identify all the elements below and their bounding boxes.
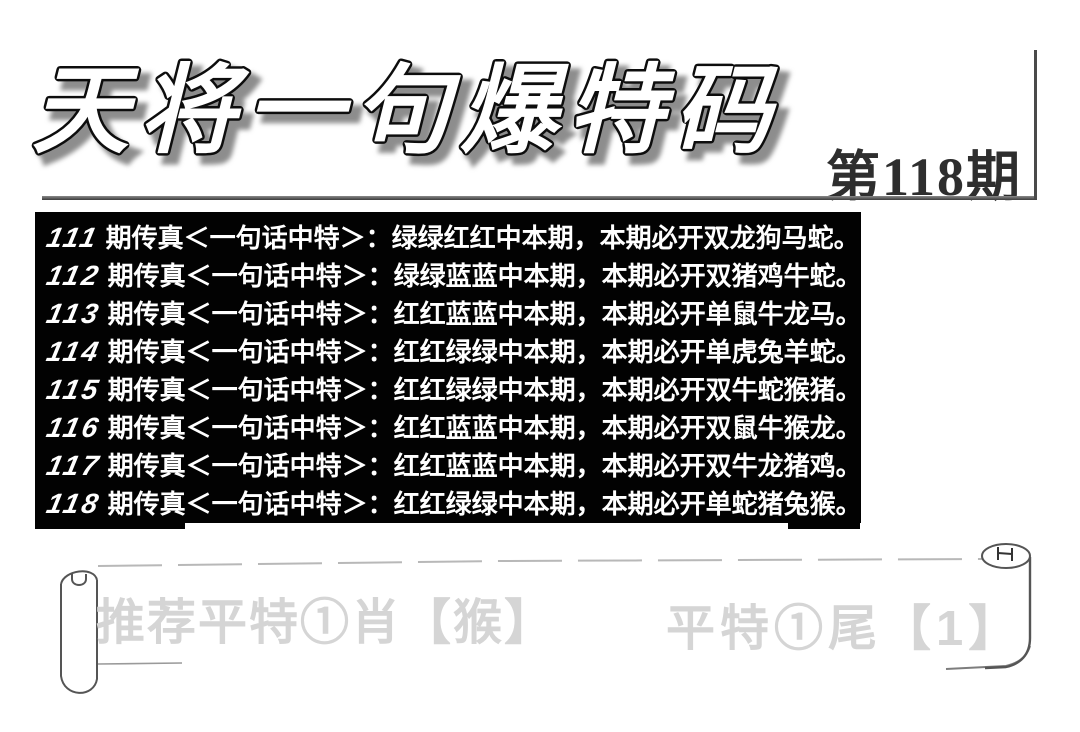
scroll-banner-drawing [60, 543, 1032, 694]
fax-line-text: 期传真＜一句话中特＞：红红绿绿中本期，本期必开双牛蛇猴猪。 [107, 375, 862, 405]
fax-line-text: 期传真＜一句话中特＞：红红绿绿中本期，本期必开单蛇猪兔猴。 [107, 489, 862, 519]
banner-recommendation-right: 平特①尾【1】 [666, 602, 1023, 656]
fax-line-number: 115 [43, 374, 105, 405]
page-title-shadow: 天将一句爆特码 [40, 64, 789, 173]
fax-line-text: 期传真＜一句话中特＞：绿绿蓝蓝中本期，本期必开双猪鸡牛蛇。 [107, 261, 862, 291]
fax-line-number: 116 [43, 412, 105, 443]
scroll-left-roll-curl [71, 573, 87, 586]
scroll-top-edge [97, 558, 987, 567]
fax-line-text: 期传真＜一句话中特＞：绿绿红红中本期，本期必开双龙狗马蛇。 [105, 223, 860, 253]
banner-recommendation-left: 推荐平特①肖【猴】 [96, 596, 556, 650]
scroll-left-roll-body [60, 580, 98, 694]
fax-line-text: 期传真＜一句话中特＞：红红蓝蓝中本期，本期必开双鼠牛猴龙。 [107, 413, 862, 443]
fax-line-text: 期传真＜一句话中特＞：红红蓝蓝中本期，本期必开单鼠牛龙马。 [107, 299, 862, 329]
vertical-divider [1034, 50, 1037, 199]
scroll-right-roll-curl [997, 547, 1013, 561]
page-title-art: 天将一句爆特码 天将一句爆特码 [30, 54, 789, 177]
fax-line-text: 期传真＜一句话中特＞：红红蓝蓝中本期，本期必开双牛龙猪鸡。 [107, 451, 862, 481]
scroll-right-roll-body [984, 557, 1032, 670]
fax-line-text: 期传真＜一句话中特＞：红红绿绿中本期，本期必开单虎兔羊蛇。 [107, 337, 862, 367]
fax-box-ragged-edge-left [35, 523, 185, 529]
scroll-right-roll-rim [981, 543, 1031, 569]
fax-line-number: 113 [43, 298, 105, 329]
fax-box-ragged-edge-right [788, 523, 860, 529]
fax-line-number: 111 [43, 222, 102, 253]
scroll-left-roll-rim [60, 570, 98, 585]
horizontal-divider [42, 196, 1037, 200]
fax-line-number: 112 [43, 260, 105, 291]
fax-line-number: 114 [43, 336, 105, 367]
fax-line-number: 118 [43, 488, 105, 519]
scroll-bottom-edge-left [97, 662, 183, 665]
fax-line-number: 117 [43, 450, 105, 481]
page-title: 天将一句爆特码 [32, 56, 781, 165]
